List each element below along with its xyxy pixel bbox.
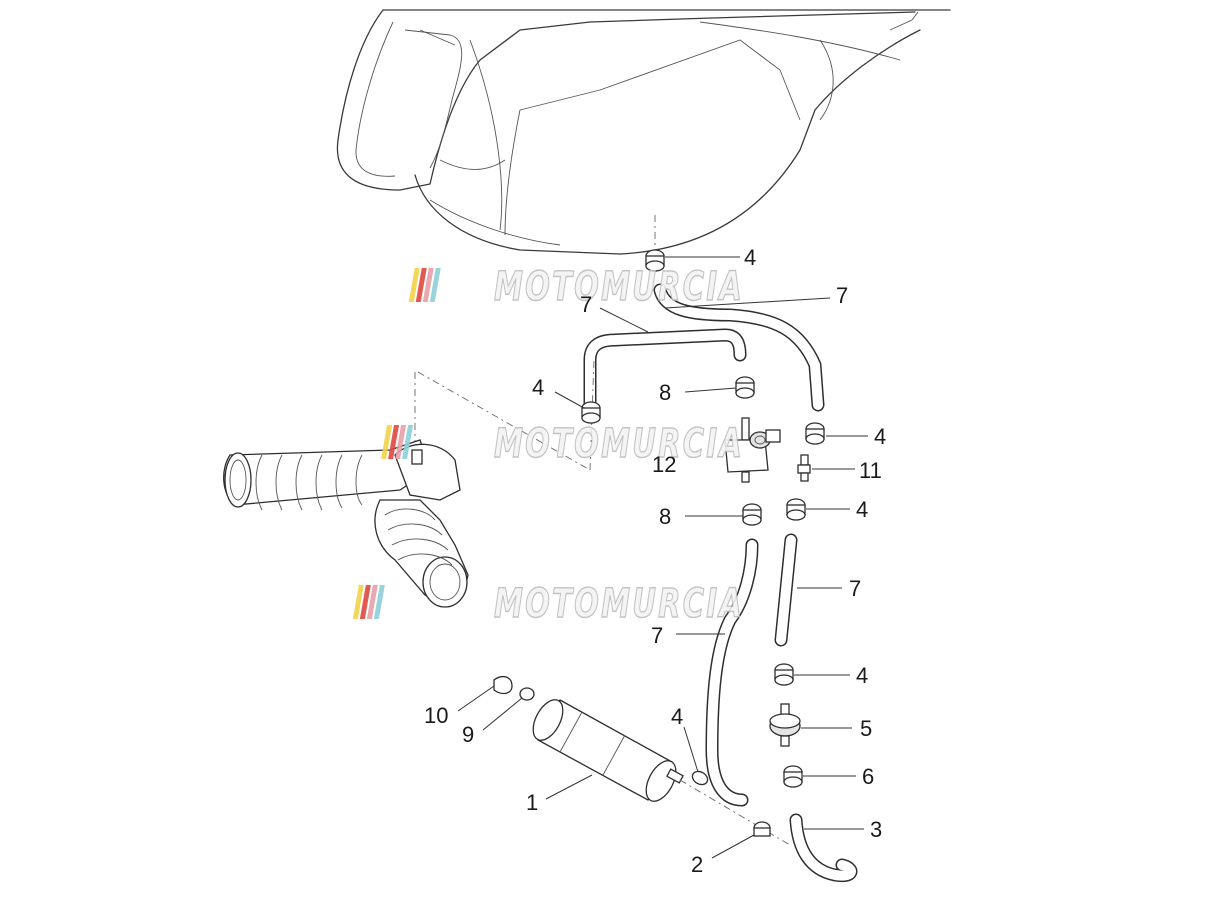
watermark-stripe [359, 585, 371, 619]
callout-4-right-mid: 4 [856, 497, 868, 522]
watermark-motomurcia-2: MOTOMURCIA [381, 420, 744, 468]
watermark-stripe [381, 425, 393, 459]
connector-11 [797, 454, 811, 482]
seat-body-outline [336, 9, 951, 255]
hose-3 [789, 813, 858, 883]
charcoal-canister-1 [532, 699, 791, 846]
callout-11: 11 [859, 458, 882, 483]
callout-7-middle: 7 [651, 623, 663, 648]
callout-8-upper: 8 [659, 380, 671, 405]
clamp-4-right-lower [774, 663, 794, 686]
watermark-stripe [429, 268, 441, 302]
callout-9: 9 [462, 722, 474, 747]
watermark-stripe [415, 268, 427, 302]
clamp-4-right-mid [786, 498, 806, 521]
callout-4-canister: 4 [671, 704, 683, 729]
callout-12: 12 [652, 452, 676, 477]
watermark-stripe [352, 585, 364, 619]
watermark-text: MOTOMURCIA [494, 264, 744, 310]
callout-5: 5 [860, 716, 872, 741]
callout-10: 10 [424, 703, 448, 728]
callout-6: 6 [862, 764, 874, 789]
clamp-8-lower [742, 503, 762, 526]
callout-2: 2 [691, 852, 703, 877]
callout-1: 1 [526, 790, 538, 815]
straight-hose-right [774, 533, 798, 647]
check-valve-5 [769, 703, 801, 747]
callout-4-right-lower: 4 [856, 663, 868, 688]
watermark-stripe [422, 268, 434, 302]
watermark-stripe [402, 425, 414, 459]
watermark-stripe [388, 425, 400, 459]
callout-4-right-upper: 4 [874, 424, 886, 449]
upper-hose-left [583, 328, 747, 412]
clamp-4-canister [691, 770, 709, 786]
air-intake-duct [223, 359, 595, 608]
clamp-4-top [645, 249, 665, 272]
clamp-6 [783, 765, 803, 788]
callout-7-upper-left: 7 [580, 292, 592, 317]
cap-10 [493, 675, 513, 695]
callout-7-right: 7 [849, 576, 861, 601]
callout-labels: 4 7 7 4 8 4 12 11 8 4 7 7 4 10 4 5 9 6 1… [424, 245, 886, 877]
callout-4-top: 4 [744, 245, 756, 270]
callout-8-lower: 8 [659, 504, 671, 529]
watermark-stripe [408, 268, 420, 302]
clamp-4-right-upper [805, 422, 825, 445]
watermark-stripe [366, 585, 378, 619]
callout-3: 3 [870, 817, 882, 842]
watermark-stripe [395, 425, 407, 459]
clamp-4-left [581, 401, 601, 424]
plug-2 [753, 821, 771, 837]
callout-7-upper-right: 7 [836, 283, 848, 308]
watermark-group: MOTOMURCIA MOTOMURCIA MOTOMURCIA [352, 263, 744, 628]
upper-hose-right [653, 283, 825, 412]
solenoid-valve-12 [724, 417, 781, 483]
callout-leaders [457, 256, 868, 859]
watermark-motomurcia-3: MOTOMURCIA [352, 580, 744, 628]
callout-4-left: 4 [532, 375, 544, 400]
clamp-8-upper [735, 376, 755, 399]
watermark-text: MOTOMURCIA [494, 581, 744, 627]
clamp-9 [519, 687, 535, 701]
watermark-text: MOTOMURCIA [494, 421, 744, 467]
middle-hose-to-canister [705, 538, 759, 807]
watermark-stripe [373, 585, 385, 619]
watermark-motomurcia-1: MOTOMURCIA [408, 263, 744, 311]
